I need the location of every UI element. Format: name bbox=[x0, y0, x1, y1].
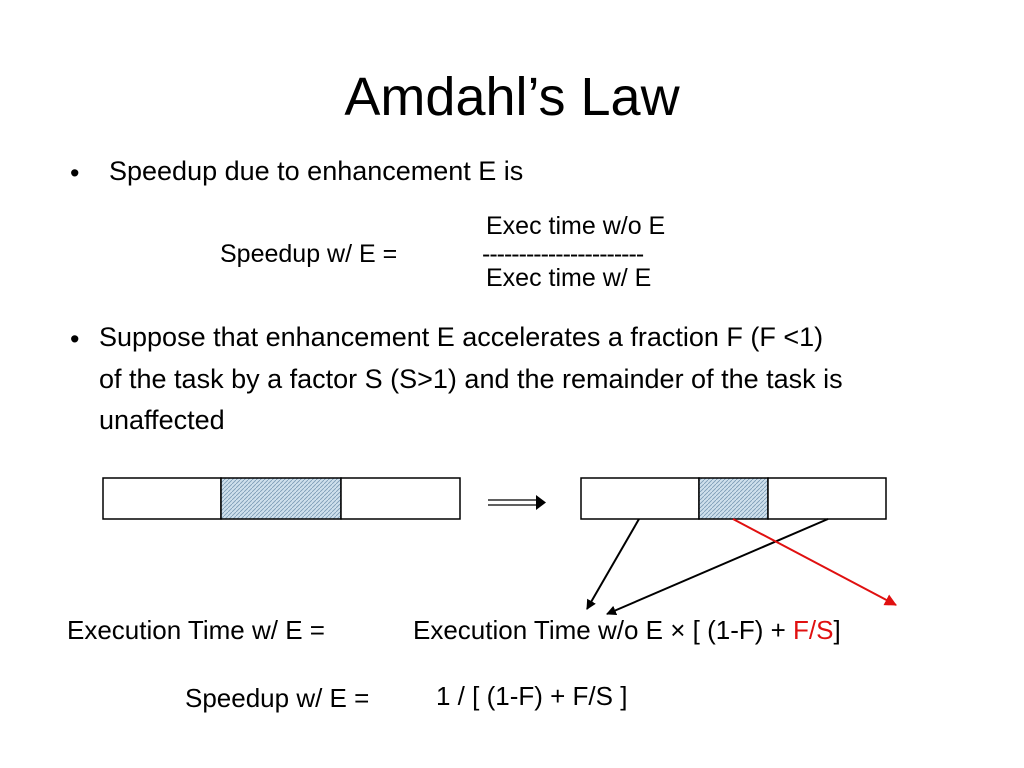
unaffected-segment bbox=[580, 477, 700, 520]
bullet-marker: • bbox=[70, 324, 80, 354]
transform-arrow bbox=[488, 495, 546, 510]
speedup-lhs: Speedup w/ E = bbox=[220, 240, 398, 268]
final-formula-rhs: 1 / [ (1-F) + F/S ] bbox=[436, 681, 628, 711]
execution-formula-rhs-prefix: Execution Time w/o E × [ (1-F) + bbox=[413, 615, 794, 645]
arrow-unaffected-left bbox=[586, 518, 640, 610]
final-formula-lhs: Speedup w/ E = bbox=[185, 683, 370, 713]
execution-formula-highlight: F/S bbox=[793, 615, 834, 645]
enhanced-segment bbox=[220, 477, 342, 520]
speedup-divider: ---------------------- bbox=[482, 240, 644, 268]
execution-formula-rhs-suffix: ] bbox=[833, 615, 841, 645]
bullet-2-line-3: unaffected bbox=[99, 405, 225, 435]
enhanced-task-bar bbox=[580, 477, 887, 520]
unaffected-segment bbox=[340, 477, 461, 520]
accelerated-segment bbox=[698, 477, 769, 520]
bullet-2-line-1: Suppose that enhancement E accelerates a… bbox=[99, 322, 824, 352]
unaffected-segment bbox=[767, 477, 887, 520]
slide-title: Amdahl’s Law bbox=[344, 67, 680, 127]
original-task-bar bbox=[102, 477, 461, 520]
speedup-numerator: Exec time w/o E bbox=[486, 212, 666, 240]
bullet-1-text: Speedup due to enhancement E is bbox=[109, 156, 524, 186]
execution-formula-lhs: Execution Time w/ E = bbox=[67, 615, 325, 645]
unaffected-segment bbox=[102, 477, 222, 520]
speedup-denominator: Exec time w/ E bbox=[486, 264, 652, 292]
execution-formula-rhs: Execution Time w/o E × [ (1-F) + F/S] bbox=[413, 617, 841, 643]
bullet-marker: • bbox=[70, 158, 80, 188]
bullet-2-line-2: of the task by a factor S (S>1) and the … bbox=[99, 364, 843, 394]
arrow-accelerated bbox=[732, 518, 897, 606]
arrow-unaffected-right bbox=[606, 518, 829, 616]
